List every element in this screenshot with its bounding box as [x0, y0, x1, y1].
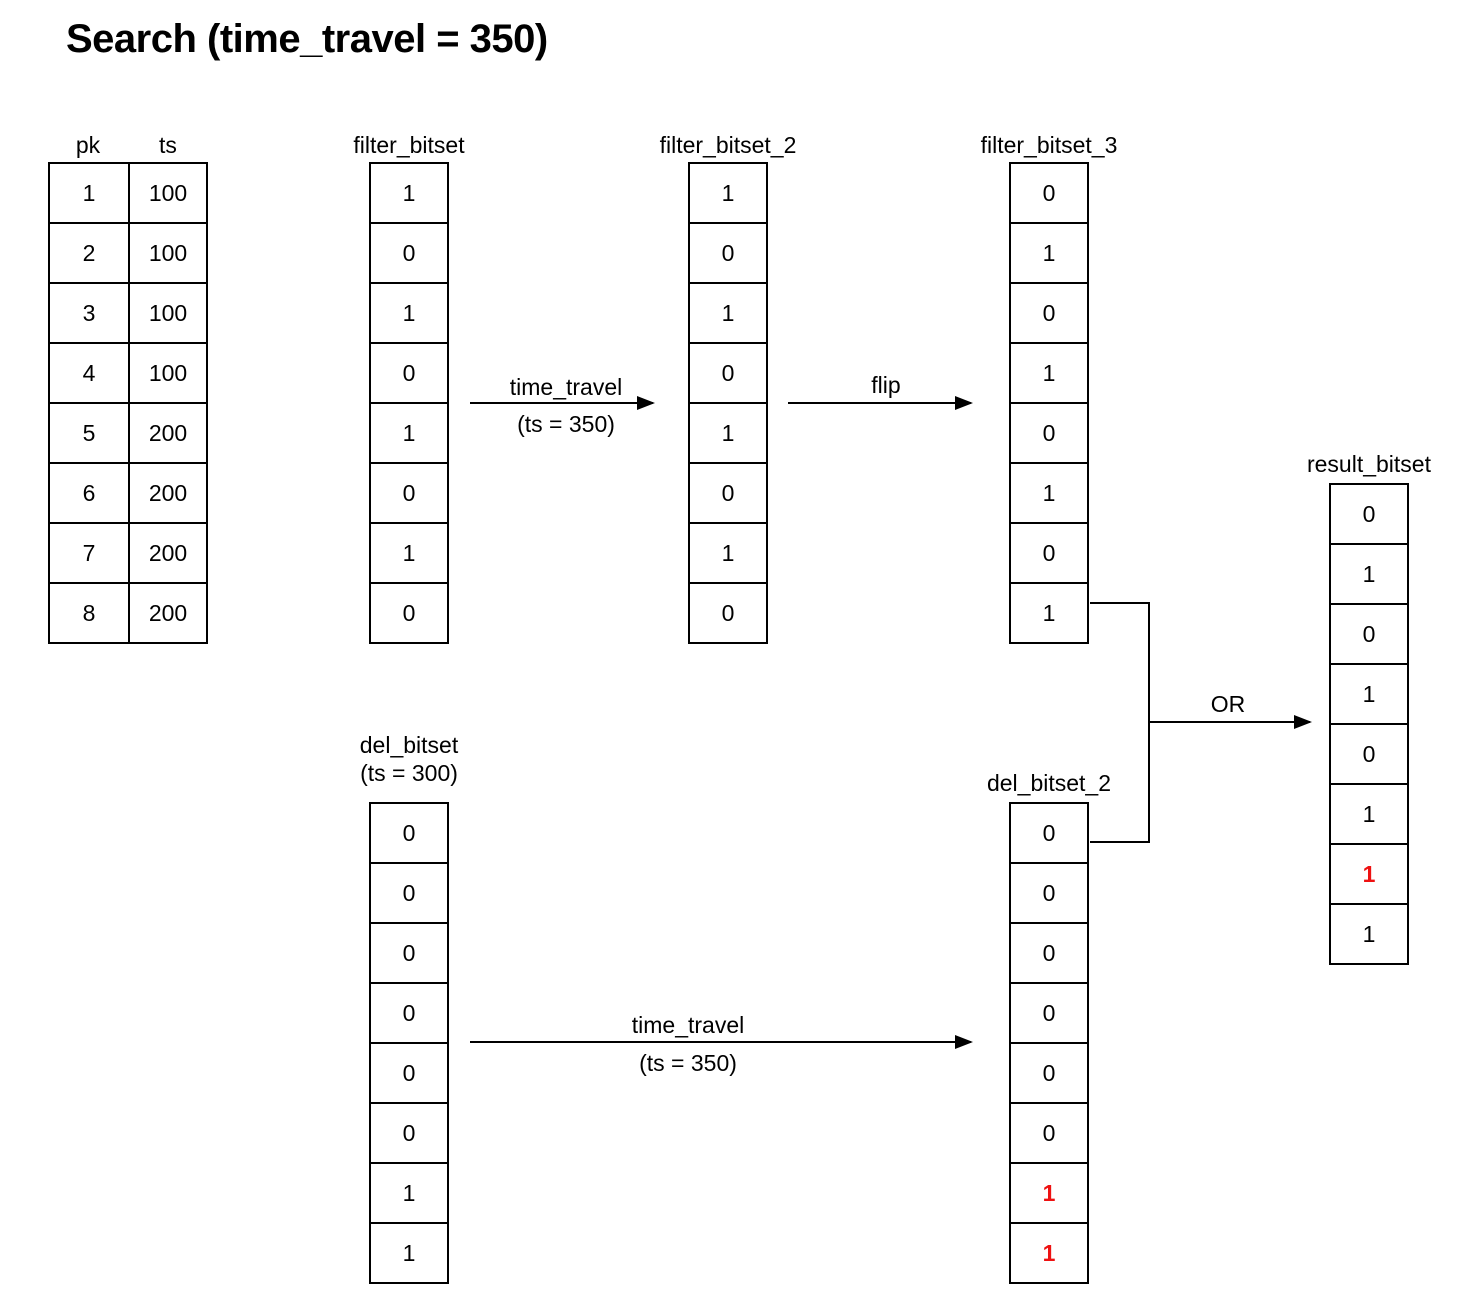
bit-cell: 1	[688, 522, 768, 582]
ts-cell: 200	[128, 582, 208, 644]
ts-cell: 100	[128, 222, 208, 282]
bit-cell: 0	[369, 342, 449, 402]
bit-cell: 0	[369, 582, 449, 644]
bit-cell: 1	[369, 402, 449, 462]
bit-cell: 0	[1329, 723, 1409, 783]
pk-cell: 7	[48, 522, 128, 582]
flip-arrow-label: flip	[871, 372, 901, 398]
bit-cell: 0	[1009, 862, 1089, 922]
ts-cell: 100	[128, 342, 208, 402]
bit-cell: 0	[369, 922, 449, 982]
bit-cell: 0	[688, 462, 768, 522]
bit-cell: 0	[1009, 982, 1089, 1042]
bit-cell: 0	[369, 1102, 449, 1162]
time-travel-bottom-arrow-label: time_travel	[631, 1012, 745, 1038]
bit-cell: 1	[1009, 222, 1089, 282]
time-travel-bottom-arrow-sublabel: (ts = 350)	[639, 1050, 737, 1076]
bit-cell: 1	[369, 1222, 449, 1284]
bit-cell: 0	[1009, 922, 1089, 982]
bit-cell: 0	[1009, 1102, 1089, 1162]
bit-cell: 1	[1329, 843, 1409, 903]
bit-cell: 0	[1009, 802, 1089, 862]
ts-cell: 200	[128, 522, 208, 582]
bit-cell: 1	[1009, 1162, 1089, 1222]
filter-bitset-2-label: filter_bitset_2	[659, 132, 797, 158]
bit-cell: 1	[688, 162, 768, 222]
pk-column-header: pk	[75, 132, 101, 158]
page-title: Search (time_travel = 350)	[66, 17, 548, 61]
bit-cell: 0	[1329, 603, 1409, 663]
time-travel-top-arrow-label: time_travel	[509, 374, 623, 400]
ts-cell: 200	[128, 402, 208, 462]
result-bitset-label: result_bitset	[1306, 451, 1431, 477]
pk-cell: 4	[48, 342, 128, 402]
bit-cell: 1	[1009, 342, 1089, 402]
bit-cell: 0	[369, 982, 449, 1042]
bit-cell: 1	[688, 282, 768, 342]
bit-cell: 0	[369, 462, 449, 522]
bit-cell: 1	[1329, 783, 1409, 843]
bit-cell: 1	[688, 402, 768, 462]
bit-cell: 0	[1009, 162, 1089, 222]
bit-cell: 0	[1009, 282, 1089, 342]
pk-cell: 3	[48, 282, 128, 342]
bit-cell: 1	[1009, 462, 1089, 522]
bit-cell: 0	[688, 222, 768, 282]
filter-bitset-label: filter_bitset	[353, 132, 465, 158]
bit-cell: 0	[1009, 402, 1089, 462]
bit-cell: 0	[369, 1042, 449, 1102]
del-bitset-column: 0 0 0 0 0 0 1 1	[369, 802, 449, 1284]
bit-cell: 0	[688, 582, 768, 644]
time-travel-top-arrow-sublabel: (ts = 350)	[517, 411, 615, 437]
bit-cell: 0	[688, 342, 768, 402]
bit-cell: 1	[1009, 1222, 1089, 1284]
bit-cell: 1	[369, 522, 449, 582]
bit-cell: 0	[1009, 1042, 1089, 1102]
bit-cell: 0	[369, 802, 449, 862]
bit-cell: 0	[369, 862, 449, 922]
ts-cell: 100	[128, 162, 208, 222]
bit-cell: 1	[369, 162, 449, 222]
pk-cell: 6	[48, 462, 128, 522]
bit-cell: 1	[1009, 582, 1089, 644]
ts-cell: 100	[128, 282, 208, 342]
pk-cell: 8	[48, 582, 128, 644]
or-arrow-label: OR	[1210, 691, 1246, 717]
bit-cell: 1	[1329, 903, 1409, 965]
result-bitset-column: 0 1 0 1 0 1 1 1	[1329, 483, 1409, 965]
bit-cell: 1	[369, 1162, 449, 1222]
bit-cell: 1	[1329, 663, 1409, 723]
pk-cell: 5	[48, 402, 128, 462]
ts-column-header: ts	[159, 132, 177, 158]
bit-cell: 0	[369, 222, 449, 282]
del-bitset-2-label: del_bitset_2	[986, 770, 1112, 796]
del-bitset-label: del_bitset	[359, 732, 459, 758]
pk-cell: 1	[48, 162, 128, 222]
filter-bitset-3-label: filter_bitset_3	[980, 132, 1118, 158]
bit-cell: 0	[1329, 483, 1409, 543]
filter-bitset-column: 1 0 1 0 1 0 1 0	[369, 162, 449, 644]
del-bitset-2-column: 0 0 0 0 0 0 1 1	[1009, 802, 1089, 1284]
filter-bitset-2-column: 1 0 1 0 1 0 1 0	[688, 162, 768, 644]
or-merge-connector	[1090, 602, 1150, 843]
bit-cell: 1	[1329, 543, 1409, 603]
pk-cell: 2	[48, 222, 128, 282]
filter-bitset-3-column: 0 1 0 1 0 1 0 1	[1009, 162, 1089, 644]
del-bitset-ts-label: (ts = 300)	[360, 760, 458, 786]
bit-cell: 0	[1009, 522, 1089, 582]
ts-cell: 200	[128, 462, 208, 522]
bit-cell: 1	[369, 282, 449, 342]
